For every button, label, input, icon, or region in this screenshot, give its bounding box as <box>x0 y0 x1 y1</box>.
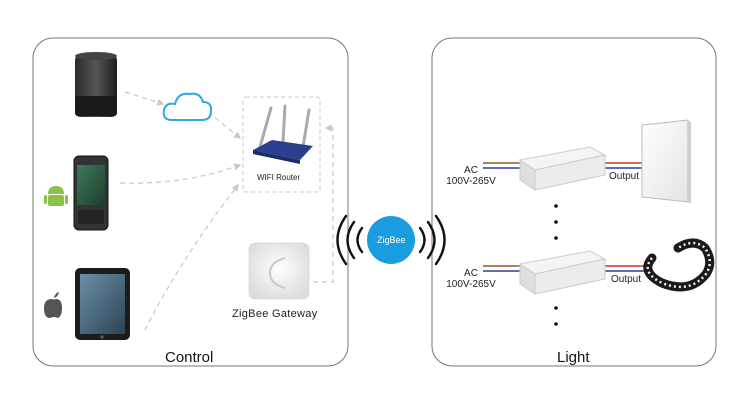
zigbee-waves-right <box>418 214 446 266</box>
smart-speaker-icon <box>75 52 117 117</box>
driver-2-ac: AC <box>464 268 478 279</box>
cloud-icon <box>162 92 213 121</box>
android-icon <box>44 186 68 206</box>
led-driver-1 <box>518 146 607 191</box>
zigbee-waves-left <box>336 214 364 266</box>
zigbee-gateway-icon <box>248 242 310 300</box>
driver-1-ac: AC <box>464 165 478 176</box>
tablet-icon <box>75 268 130 340</box>
more-drivers-dots <box>554 204 558 326</box>
gateway-label: ZigBee Gateway <box>232 308 318 320</box>
android-phone-icon <box>73 155 109 231</box>
control-panel-title: Control <box>165 349 214 366</box>
driver-2-ac-label: AC 100V-265V <box>443 268 499 290</box>
apple-icon <box>44 292 62 318</box>
driver-1-output-label: Output <box>609 171 640 182</box>
connection-arrows <box>119 91 334 331</box>
driver-1-voltage: 100V-265V <box>446 176 496 187</box>
zigbee-badge <box>367 216 415 264</box>
router-box <box>242 96 321 193</box>
led-driver-2 <box>518 250 607 295</box>
panel-light-icon <box>641 119 691 204</box>
zigbee-label: ZigBee <box>377 235 406 245</box>
driver-2-voltage: 100V-265V <box>446 279 496 290</box>
driver-1-ac-label: AC 100V-265V <box>443 165 499 187</box>
wifi-router-icon <box>253 104 313 164</box>
router-label: WIFI Router <box>257 173 301 182</box>
light-panel <box>431 37 717 367</box>
light-panel-title: Light <box>557 349 590 366</box>
led-strip-icon <box>643 238 715 292</box>
driver-2-output-label: Output <box>611 274 642 285</box>
driver-wiring <box>483 162 650 272</box>
